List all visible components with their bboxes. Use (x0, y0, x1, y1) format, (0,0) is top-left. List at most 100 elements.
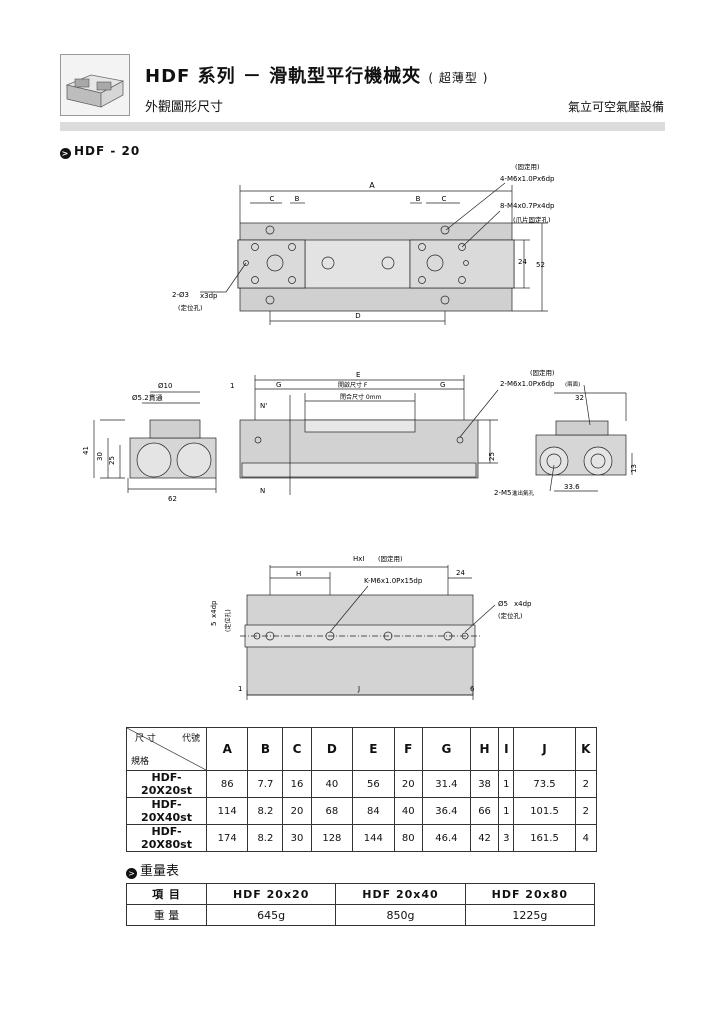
column-header-k: K (574, 727, 598, 771)
svg-text:x3dp: x3dp (200, 292, 218, 300)
value-cell: 7.7 (247, 770, 284, 798)
value-cell: 20 (393, 770, 423, 798)
front-side-view-drawing: Ø10 Ø5.2貫通 41 30 25 62 1 E G 開啟尺寸 F G 閉合… (82, 368, 638, 503)
svg-text:H: H (296, 570, 301, 578)
column-header-c: C (282, 727, 312, 771)
weight-value-cell: 1225g (464, 904, 596, 926)
svg-text:B: B (416, 195, 421, 203)
svg-text:(兩面): (兩面) (565, 381, 580, 388)
page-subtitle: 外觀圖形尺寸 (145, 100, 224, 115)
svg-text:41: 41 (82, 446, 90, 455)
column-header-d: D (310, 727, 354, 771)
top-view-drawing: A C B B C D 24 52 (固定用) 4-M6x1.0Px6dp 8-… (172, 162, 555, 325)
svg-text:HxI: HxI (353, 555, 364, 563)
bottom-view-drawing: HxI (固定用) H 24 K-M6x1.0Px15dp Ø5 x4dp (定… (210, 554, 532, 700)
page-title: HDF 系列 － 滑軌型平行機械夾 ( 超薄型 ) (145, 66, 489, 87)
company-category: 氣立可空氣壓設備 (567, 100, 664, 114)
svg-text:N': N' (260, 402, 267, 410)
column-header-e: E (352, 727, 395, 771)
weight-model-header: HDF 20x80 (464, 883, 596, 905)
svg-text:62: 62 (168, 495, 177, 503)
value-cell: 161.5 (513, 824, 576, 852)
column-header-i: I (498, 727, 515, 771)
svg-text:x4dp: x4dp (210, 600, 218, 618)
svg-text:(定位孔): (定位孔) (178, 303, 203, 312)
svg-text:Ø5: Ø5 (498, 600, 508, 608)
svg-text:(定位孔): (定位孔) (224, 609, 232, 632)
value-cell: 144 (352, 824, 395, 852)
value-cell: 30 (282, 824, 312, 852)
svg-text:D: D (355, 312, 360, 320)
svg-text:25: 25 (488, 452, 496, 461)
svg-text:1: 1 (238, 685, 242, 693)
column-header-a: A (205, 727, 249, 771)
value-cell: 174 (205, 824, 249, 852)
svg-text:開啟尺寸 F: 開啟尺寸 F (338, 381, 368, 389)
value-cell: 86 (205, 770, 249, 798)
svg-text:J: J (357, 685, 360, 693)
model-cell: HDF-20X20st (126, 770, 207, 798)
svg-text:A: A (369, 181, 375, 190)
value-cell: 80 (393, 824, 423, 852)
value-cell: 8.2 (247, 797, 284, 825)
header-divider (60, 122, 665, 131)
value-cell: 3 (498, 824, 515, 852)
model-cell: HDF-20X40st (126, 797, 207, 825)
svg-text:4-M6x1.0Px6dp: 4-M6x1.0Px6dp (500, 175, 555, 183)
value-cell: 36.4 (421, 797, 471, 825)
svg-text:5: 5 (210, 622, 218, 626)
svg-text:B: B (295, 195, 300, 203)
weight-model-header: HDF 20x20 (205, 883, 337, 905)
weight-value-cell: 645g (205, 904, 337, 926)
value-cell: 114 (205, 797, 249, 825)
value-cell: 68 (310, 797, 354, 825)
value-cell: 38 (469, 770, 500, 798)
svg-text:2-M6x1.0Px6dp: 2-M6x1.0Px6dp (500, 380, 555, 388)
svg-text:K-M6x1.0Px15dp: K-M6x1.0Px15dp (364, 577, 423, 585)
svg-text:6: 6 (470, 685, 475, 693)
svg-text:N: N (260, 487, 265, 495)
corner-diagonal (127, 728, 206, 770)
svg-text:33.6: 33.6 (564, 483, 580, 491)
value-cell: 128 (310, 824, 354, 852)
svg-text:C: C (442, 195, 447, 203)
svg-text:x4dp: x4dp (514, 600, 532, 608)
svg-text:E: E (356, 371, 360, 379)
table-corner-cell: 尺 寸 代號 規格 (126, 727, 207, 771)
value-cell: 46.4 (421, 824, 471, 852)
svg-text:32: 32 (575, 394, 584, 402)
value-cell: 1 (498, 770, 515, 798)
value-cell: 84 (352, 797, 395, 825)
value-cell: 8.2 (247, 824, 284, 852)
svg-text:Ø5.2貫通: Ø5.2貫通 (132, 393, 163, 402)
svg-text:G: G (276, 381, 281, 389)
weight-heading: >重量表 (126, 860, 179, 879)
column-header-g: G (421, 727, 471, 771)
column-header-j: J (513, 727, 576, 771)
section-heading: >HDF - 20 (60, 144, 141, 159)
weight-model-header: HDF 20x40 (335, 883, 466, 905)
model-cell: HDF-20X80st (126, 824, 207, 852)
svg-text:1: 1 (230, 382, 234, 390)
bullet-icon: > (60, 148, 71, 159)
value-cell: 40 (393, 797, 423, 825)
svg-text:Ø10: Ø10 (158, 382, 172, 390)
column-header-b: B (247, 727, 284, 771)
svg-text:2-Ø3: 2-Ø3 (172, 291, 189, 299)
column-header-h: H (469, 727, 500, 771)
svg-text:C: C (270, 195, 275, 203)
value-cell: 66 (469, 797, 500, 825)
svg-text:13: 13 (630, 464, 638, 473)
svg-text:閉合尺寸 0mm: 閉合尺寸 0mm (340, 393, 382, 401)
value-cell: 101.5 (513, 797, 576, 825)
value-cell: 4 (574, 824, 598, 852)
value-cell: 42 (469, 824, 500, 852)
